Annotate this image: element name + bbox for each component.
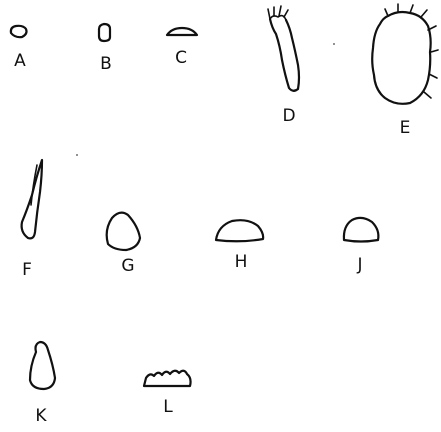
label-k: K	[35, 406, 47, 426]
shape-a	[11, 26, 27, 37]
label-f: F	[22, 260, 32, 280]
label-l: L	[163, 397, 173, 417]
shape-l	[144, 371, 191, 386]
speck	[76, 154, 78, 156]
shape-c	[167, 28, 197, 35]
shape-k	[30, 342, 55, 389]
shape-d	[268, 6, 299, 91]
label-g: G	[121, 256, 134, 276]
shape-g	[107, 213, 140, 250]
speck	[333, 43, 335, 45]
label-h: H	[235, 252, 248, 272]
label-j: J	[356, 255, 362, 275]
label-b: B	[100, 54, 112, 74]
label-c: C	[175, 48, 187, 68]
shape-e	[372, 4, 438, 104]
shape-h	[216, 220, 263, 241]
shape-b	[99, 24, 110, 41]
label-e: E	[400, 118, 411, 138]
shape-f	[22, 160, 42, 238]
label-d: D	[282, 106, 295, 126]
shape-j	[344, 218, 379, 242]
label-a: A	[14, 51, 26, 71]
